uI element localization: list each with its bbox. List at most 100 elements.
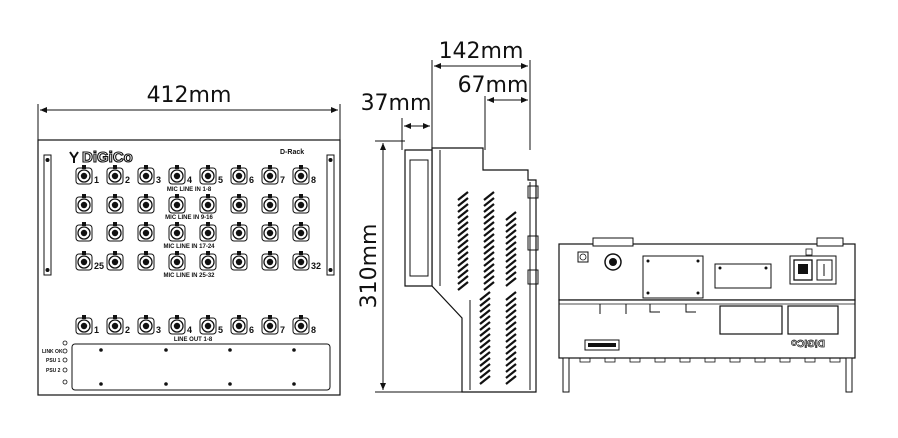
mic-row-label-4: MIC LINE IN 25-32 bbox=[163, 273, 215, 279]
xlr-connector bbox=[75, 165, 93, 185]
xlr-connector bbox=[199, 251, 217, 271]
rear-plate bbox=[714, 263, 772, 289]
side-depth-dimension: 142mm bbox=[431, 39, 531, 150]
vent-slot bbox=[457, 269, 469, 279]
line-out-label: LINE OUT 1-8 bbox=[174, 337, 213, 343]
side-depth-label: 142mm bbox=[439, 39, 524, 64]
vent-slot bbox=[505, 247, 517, 257]
mic-number: 32 bbox=[311, 261, 321, 271]
digico-logo: DiGiCo bbox=[69, 148, 133, 167]
rear-view: DiGiCo bbox=[558, 237, 856, 393]
line-out-number: 3 bbox=[156, 325, 161, 335]
led-indicator bbox=[62, 357, 68, 363]
vent-slot bbox=[505, 235, 517, 245]
rear-bump bbox=[804, 357, 816, 363]
side-handle bbox=[404, 149, 433, 287]
xlr-connector bbox=[199, 222, 217, 242]
vent-slot bbox=[505, 375, 517, 385]
xlr-connector bbox=[261, 251, 279, 271]
power-inlet-housing bbox=[789, 255, 837, 285]
rear-network-connector-center bbox=[609, 258, 617, 266]
vent-slot bbox=[505, 309, 517, 319]
vent-slot bbox=[483, 221, 495, 231]
vent-slot bbox=[483, 233, 495, 243]
front-width-dimension: 412mm bbox=[37, 83, 341, 140]
front-width-label: 412mm bbox=[147, 83, 232, 108]
line-out-number: 4 bbox=[187, 325, 192, 335]
vent-slot bbox=[479, 291, 491, 301]
rack-ear-left bbox=[43, 154, 52, 276]
vent-slot bbox=[479, 297, 491, 307]
status-leds: LINK OK PSU 1 PSU 2 bbox=[42, 340, 68, 385]
side-rear-label: 67mm bbox=[458, 73, 529, 98]
xlr-connector bbox=[168, 194, 186, 214]
rear-blank-slot bbox=[787, 305, 839, 335]
vent-slot bbox=[505, 339, 517, 349]
rear-bump bbox=[754, 357, 766, 363]
blank-plate bbox=[71, 343, 331, 391]
xlr-connector bbox=[168, 165, 186, 185]
vent-slot bbox=[505, 351, 517, 361]
rear-label-strip bbox=[588, 343, 616, 347]
xlr-connector bbox=[292, 315, 310, 335]
mic-number: 6 bbox=[249, 175, 254, 185]
vent-slot bbox=[483, 227, 495, 237]
vent-slot bbox=[479, 351, 491, 361]
line-out-number: 1 bbox=[94, 325, 99, 335]
vent-slot bbox=[505, 291, 517, 301]
vent-slot bbox=[505, 369, 517, 379]
vent-slot bbox=[457, 209, 469, 219]
rear-handle bbox=[592, 237, 634, 247]
vent-slot bbox=[457, 215, 469, 225]
xlr-connector bbox=[106, 165, 124, 185]
logo-text: DiGiCo bbox=[82, 149, 133, 166]
model-label: D-Rack bbox=[280, 149, 304, 156]
vent-slot bbox=[479, 327, 491, 337]
height-label: 310mm bbox=[357, 224, 382, 309]
xlr-connector bbox=[292, 194, 310, 214]
xlr-connector bbox=[75, 315, 93, 335]
vent-slot bbox=[457, 197, 469, 207]
vent-slot bbox=[457, 203, 469, 213]
led-indicator bbox=[62, 379, 68, 385]
side-rear-dimension: 67mm bbox=[458, 73, 529, 150]
xlr-connector bbox=[261, 165, 279, 185]
screw bbox=[328, 158, 333, 162]
led-indicator bbox=[62, 340, 68, 346]
side-bracket bbox=[527, 185, 539, 199]
vent-slot bbox=[457, 281, 469, 291]
xlr-connector bbox=[261, 222, 279, 242]
blank-plate-screws bbox=[99, 348, 296, 386]
xlr-connector bbox=[75, 251, 93, 271]
vent-slot bbox=[505, 315, 517, 325]
xlr-connector bbox=[106, 194, 124, 214]
side-handle-label: 37mm bbox=[361, 91, 432, 116]
rear-bump bbox=[579, 357, 591, 363]
mic-number: 7 bbox=[280, 175, 285, 185]
status-label-psu2: PSU 2 bbox=[46, 368, 61, 374]
vent-slot bbox=[505, 327, 517, 337]
vent-slot bbox=[457, 251, 469, 261]
vent-slot bbox=[483, 215, 495, 225]
side-handle-inner bbox=[409, 159, 429, 277]
mic-row-label-3: MIC LINE IN 17-24 bbox=[163, 244, 215, 250]
led-indicator bbox=[62, 348, 68, 354]
vent-slot bbox=[483, 263, 495, 273]
line-out-number: 7 bbox=[280, 325, 285, 335]
fuse-holder bbox=[805, 248, 813, 256]
side-view: 142mm 67mm 37mm 310mm bbox=[357, 39, 539, 393]
xlr-connector bbox=[199, 194, 217, 214]
xlr-connector bbox=[106, 251, 124, 271]
vent-slot bbox=[505, 363, 517, 373]
vent-slot bbox=[479, 309, 491, 319]
vent-slot bbox=[483, 245, 495, 255]
vent-slot bbox=[505, 357, 517, 367]
vent-slot bbox=[483, 269, 495, 279]
vent-slot bbox=[479, 315, 491, 325]
vent-slot bbox=[505, 277, 517, 287]
vent-slot bbox=[483, 251, 495, 261]
mic-number: 8 bbox=[311, 175, 316, 185]
xlr-connector bbox=[137, 222, 155, 242]
rear-lower-ticks bbox=[599, 304, 696, 314]
